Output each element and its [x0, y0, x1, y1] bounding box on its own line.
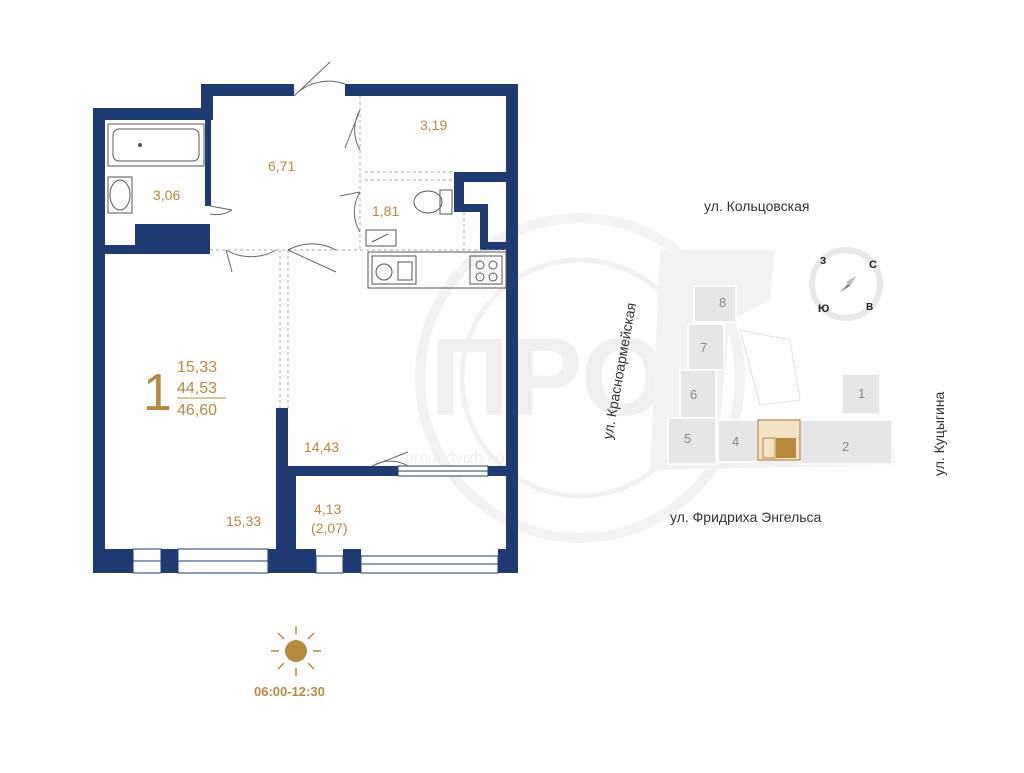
- walls: [93, 84, 518, 573]
- total-area: 46,60: [177, 402, 217, 419]
- sun-icon: [271, 626, 321, 676]
- building-2: [799, 419, 893, 465]
- building-number-7: 7: [700, 340, 707, 355]
- street-east: ул. Куцыгина: [931, 391, 947, 476]
- total-area-no-balcony: 44,53: [177, 380, 217, 397]
- compass-east: В: [866, 302, 873, 313]
- toilet: [413, 189, 453, 215]
- street-north: ул. Кольцовская: [704, 198, 809, 214]
- living-area: 15,33: [177, 359, 217, 376]
- bathtub: [107, 123, 205, 167]
- room-area-toilet: 1,81: [372, 203, 399, 219]
- building-5: [667, 417, 717, 465]
- room-labels: 6,71 3,19 3,06 1,81 14,43 15,33 4,13 (2,…: [153, 117, 447, 536]
- rooms-count: 1: [143, 364, 172, 422]
- building-number-2: 2: [842, 439, 849, 454]
- apartment-summary: 1 15,33 44,53 46,60: [143, 359, 226, 422]
- room-area-storage: 3,19: [420, 117, 447, 133]
- partitions: [210, 96, 506, 408]
- room-area-bathroom: 3,06: [153, 187, 180, 203]
- wash-basin-small: [365, 229, 397, 247]
- building-8: [693, 285, 737, 323]
- compass-south: Ю: [818, 303, 829, 315]
- current-building-marker: [757, 419, 801, 461]
- room-area-kitchen: 14,43: [304, 439, 339, 455]
- room-area-balcony: 4,13: [314, 501, 341, 517]
- watermark-site: pronedvizh.com: [405, 450, 518, 467]
- building-number-5: 5: [684, 431, 691, 446]
- watermark: ПРО pronedvizh.com: [405, 213, 745, 543]
- room-area-hall: 6,71: [268, 158, 295, 174]
- sink: [107, 176, 133, 214]
- compass-icon: С Ю В З: [809, 247, 883, 321]
- building-4: [717, 419, 759, 463]
- doors: [209, 61, 409, 467]
- building-1: [841, 373, 881, 415]
- site-plan: ул. Кольцовская ул. Фридриха Энгельса ул…: [599, 198, 947, 525]
- room-area-bedroom: 15,33: [226, 513, 261, 529]
- compass-north: С: [869, 259, 877, 271]
- compass-west: З: [820, 256, 826, 267]
- street-south: ул. Фридриха Энгельса: [670, 509, 822, 525]
- kitchen-counter: [367, 251, 507, 289]
- watermark-logo: ПРО: [430, 316, 667, 439]
- building-number-8: 8: [719, 295, 726, 310]
- building-number-4: 4: [732, 434, 739, 449]
- building-number-6: 6: [690, 387, 697, 402]
- building-6: [679, 369, 717, 419]
- sun-time: 06:00-12:30: [254, 684, 325, 699]
- building-7: [687, 323, 725, 371]
- windows: [132, 465, 499, 574]
- building-number-1: 1: [858, 386, 865, 401]
- room-area-balcony-reduced: (2,07): [311, 520, 348, 536]
